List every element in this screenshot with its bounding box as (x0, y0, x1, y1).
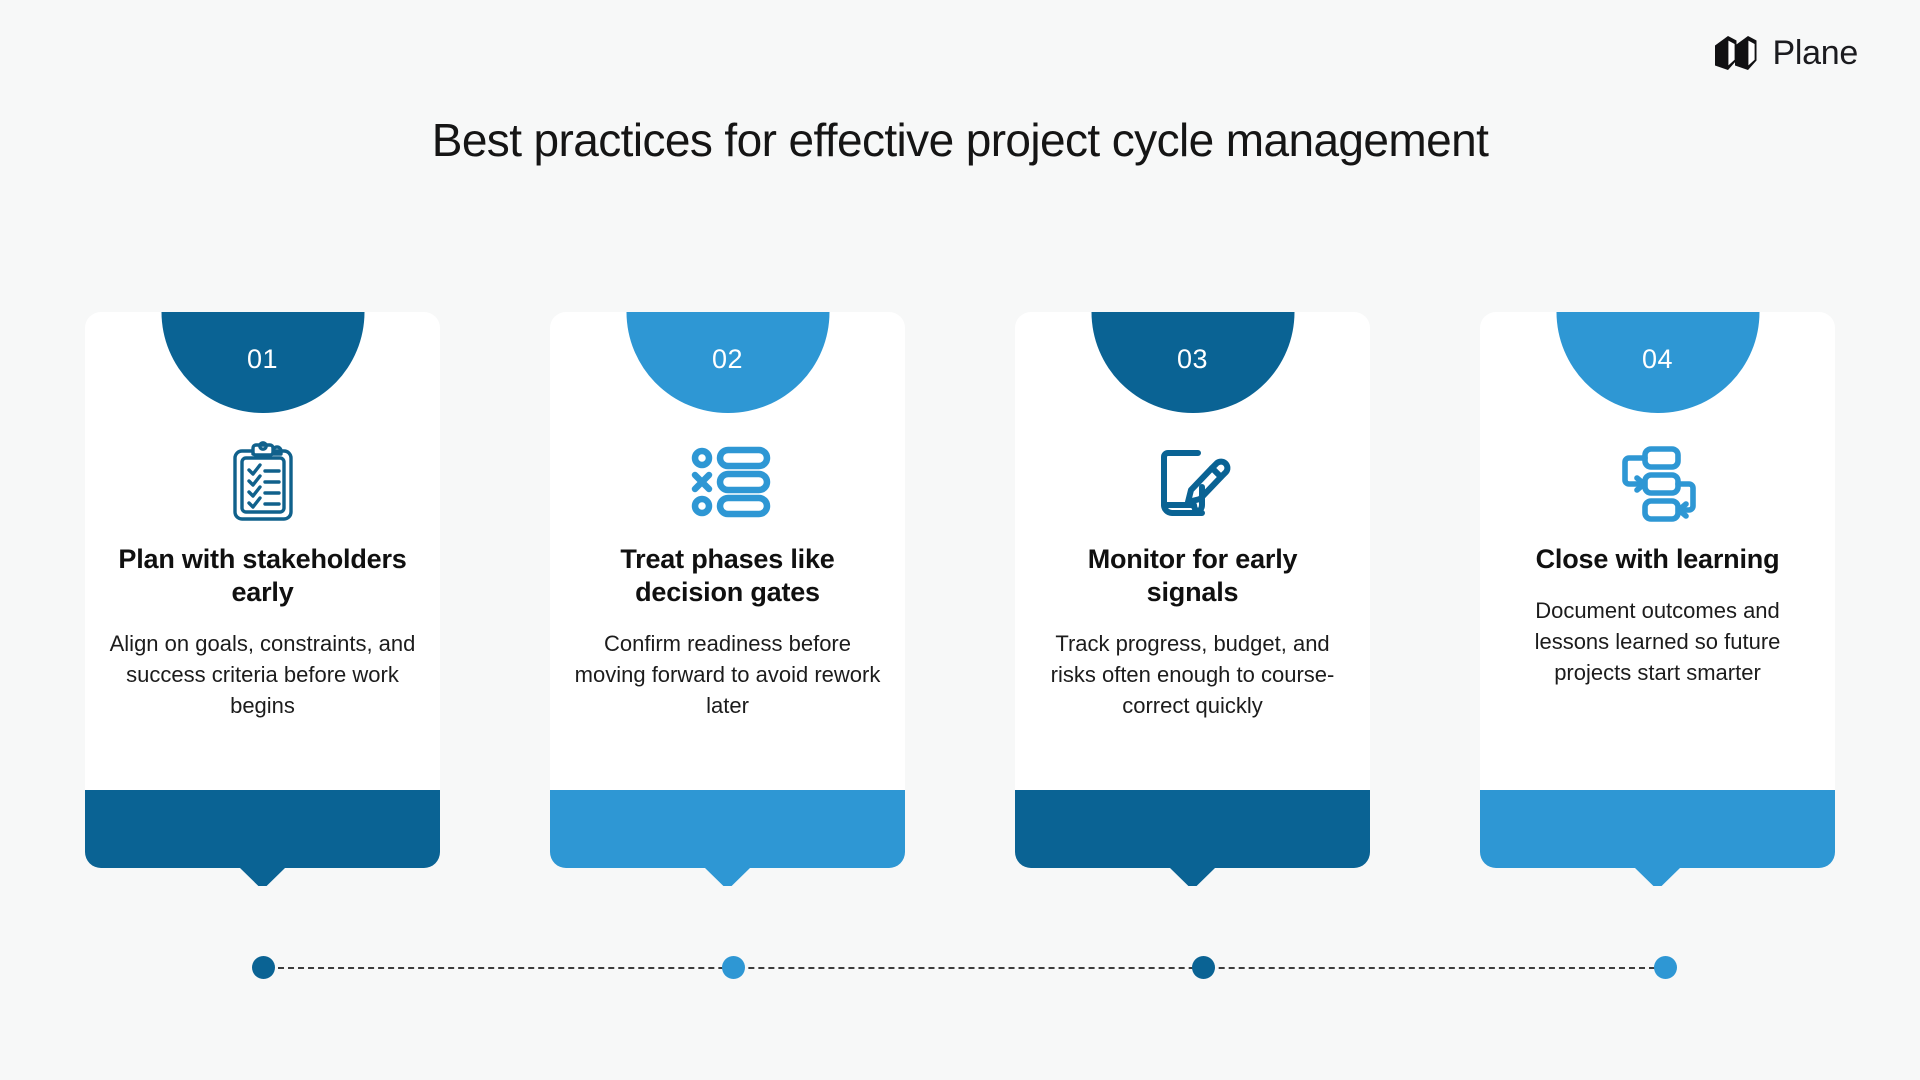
card-number-badge: 01 (161, 312, 364, 413)
card-footer-bubble (1480, 790, 1835, 886)
card-body-text: Document outcomes and lessons learned so… (1534, 597, 1781, 686)
card-number-badge: 02 (626, 312, 829, 413)
timeline-dot-4 (1654, 956, 1677, 979)
card-01: 01 Plan with stakeholders early Align on… (85, 312, 440, 886)
workflow-flowchart-icon (1615, 439, 1701, 525)
clipboard-checklist-icon (220, 439, 306, 525)
card-body-text: Align on goals, constraints, and success… (109, 630, 416, 719)
card-number: 04 (1641, 344, 1674, 374)
plane-logo-icon (1714, 36, 1757, 70)
card-number: 02 (711, 344, 744, 374)
timeline-dot-2 (722, 956, 745, 979)
card-body-text: Track progress, budget, and risks often … (1050, 630, 1335, 719)
card-number: 03 (1176, 344, 1209, 374)
card-body: 04 Close with learning Document outcomes… (1480, 312, 1835, 806)
card-04: 04 Close with learning Document outcomes… (1480, 312, 1835, 886)
card-02: 02 Treat phases like decision gates Conf… (550, 312, 905, 886)
card-body: 01 Plan with stakeholders early Align on… (85, 312, 440, 806)
card-number-badge: 04 (1556, 312, 1759, 413)
timeline-dashed-line (258, 967, 1665, 969)
document-edit-pencil-icon (1150, 439, 1236, 525)
card-number-badge: 03 (1091, 312, 1294, 413)
card-heading: Plan with stakeholders early (118, 544, 407, 607)
card-number: 01 (246, 344, 279, 374)
timeline-dot-3 (1192, 956, 1215, 979)
timeline (0, 948, 1920, 988)
card-heading: Monitor for early signals (1087, 544, 1298, 607)
card-body-text: Confirm readiness before moving forward … (574, 630, 881, 719)
card-body: 02 Treat phases like decision gates Conf… (550, 312, 905, 806)
timeline-dot-1 (252, 956, 275, 979)
cards-row: 01 Plan with stakeholders early Align on… (85, 312, 1835, 886)
card-footer-bubble (550, 790, 905, 886)
page-title: Best practices for effective project cyc… (431, 114, 1489, 166)
brand-name: Plane (1772, 34, 1859, 72)
card-body: 03 Monitor for early signals Track progr… (1015, 312, 1370, 806)
checklist-options-icon (685, 439, 771, 525)
card-03: 03 Monitor for early signals Track progr… (1015, 312, 1370, 886)
brand-logo: Plane (1714, 34, 1859, 72)
card-heading: Treat phases like decision gates (620, 544, 835, 607)
card-heading: Close with learning (1535, 544, 1780, 574)
card-footer-bubble (1015, 790, 1370, 886)
card-footer-bubble (85, 790, 440, 886)
